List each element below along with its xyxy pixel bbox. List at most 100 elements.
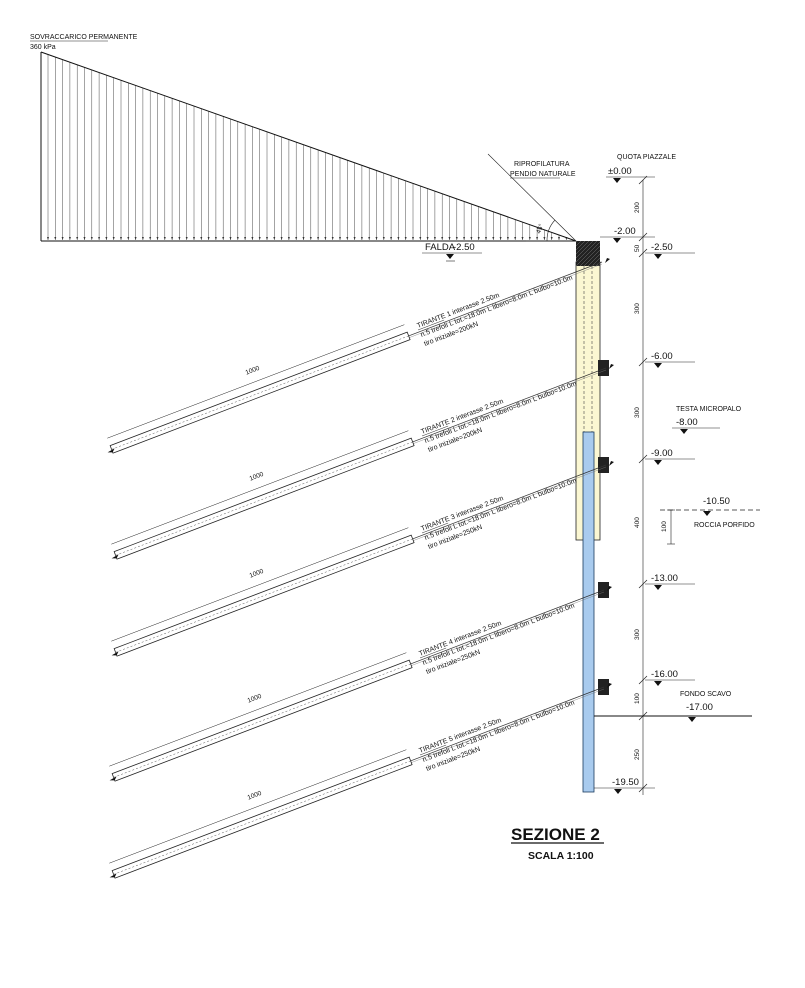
cap-hatch-line xyxy=(576,241,582,247)
dimension-tick xyxy=(638,579,648,589)
surcharge-arrow-tip xyxy=(90,237,93,240)
surcharge-arrow-tip xyxy=(61,237,64,240)
level-900-marker xyxy=(654,460,662,465)
anchor-tail xyxy=(109,776,117,781)
surcharge-arrow-tip xyxy=(528,237,531,240)
dim-100: 100 xyxy=(634,693,641,704)
testa-micropalo-marker xyxy=(680,429,688,434)
surcharge-arrow-tip xyxy=(558,237,560,240)
fondo-scavo-value: -17.00 xyxy=(686,702,713,713)
dimension-tick xyxy=(638,175,648,185)
section-title: SEZIONE 2 xyxy=(511,825,600,844)
fondo-scavo-label: FONDO SCAVO xyxy=(680,691,732,698)
dimension-tick xyxy=(638,783,648,793)
surcharge-arrow-tip xyxy=(397,237,400,240)
dimension-chain: 200 50 300 300 400 300 100 250 xyxy=(634,175,648,795)
dimension-tick xyxy=(638,675,648,685)
testa-micropalo-value: -8.00 xyxy=(676,417,698,428)
anchor-tail xyxy=(111,651,119,656)
level-250-marker xyxy=(654,254,662,259)
anchor-bulb-dimension xyxy=(109,749,407,864)
anchor-bulb xyxy=(113,534,415,657)
anchor-plate xyxy=(598,457,609,473)
cap-hatch-line xyxy=(576,241,598,263)
surcharge-arrow-tip xyxy=(76,237,79,240)
anchor-head xyxy=(605,258,610,263)
surcharge-arrow-tip xyxy=(193,237,195,240)
level-250: -2.50 xyxy=(651,242,673,253)
surcharge-hypotenuse xyxy=(40,51,577,242)
surcharge-hatch xyxy=(47,54,568,240)
surcharge-arrow-tip xyxy=(309,237,312,240)
anchor-bulb xyxy=(113,437,415,560)
anchor-label-line-2: n.5 trefoli L tot.=18.0m L libero=8.0m L… xyxy=(420,274,574,338)
surcharge-arrow-tip xyxy=(463,237,466,240)
anchor-bulb-length: 1000 xyxy=(245,365,261,377)
fondo-scavo-marker xyxy=(688,717,696,722)
surcharge-arrow-tip xyxy=(419,237,422,240)
slope-reprofiling: RIPROFILATURA PENDIO NATURALE 45° xyxy=(487,153,577,242)
dimension-tick xyxy=(638,454,648,464)
dim-250: 250 xyxy=(634,749,641,760)
testa-micropalo-label: TESTA MICROPALO xyxy=(676,406,742,413)
surcharge-arrow-tip xyxy=(98,237,101,240)
surcharge-arrow-tip xyxy=(368,237,371,240)
anchor-tail xyxy=(107,448,115,453)
surcharge-arrow-tip xyxy=(112,237,115,240)
surcharge-arrow-tip xyxy=(485,237,487,240)
surcharge-arrow-tip xyxy=(295,237,298,240)
anchor-label-line-2: n.5 trefoli L tot.=18.0m L libero=8.0m L… xyxy=(422,602,576,666)
anchor-bulb-dimension xyxy=(111,527,409,642)
level-1600: -16.00 xyxy=(651,669,678,680)
surcharge-arrow-tip xyxy=(54,237,57,240)
water-table-label: FALDA xyxy=(425,242,456,253)
level-1950: -19.50 xyxy=(612,777,639,788)
surcharge-arrow-tip xyxy=(543,237,546,240)
surcharge-value: 360 kPa xyxy=(30,44,56,51)
dimension-ticks xyxy=(638,175,648,793)
level-200: -2.00 xyxy=(614,226,636,237)
lower-pile xyxy=(582,431,595,793)
anchor-bulb-axis xyxy=(113,760,411,875)
level-1600-marker xyxy=(654,681,662,686)
anchor-head xyxy=(607,586,612,591)
anchor-name-underline xyxy=(419,744,447,756)
cap-hatch-line xyxy=(604,241,629,266)
dim-300-b: 300 xyxy=(634,407,641,418)
cap-hatch-line xyxy=(576,241,594,259)
anchor-tail xyxy=(111,554,119,559)
surcharge-arrow-tip xyxy=(258,237,261,240)
anchor-bulb-dimension xyxy=(107,324,405,439)
surcharge-arrow-tip xyxy=(120,237,122,240)
surcharge-arrow-tip xyxy=(83,237,86,240)
dim-50: 50 xyxy=(634,244,641,252)
cap-hatch-line xyxy=(583,249,600,266)
surcharge-arrow-tip xyxy=(163,237,166,240)
cap-hatch-line xyxy=(576,241,600,266)
level-600: -6.00 xyxy=(651,351,673,362)
anchor-name-underline xyxy=(417,319,445,331)
anchor-bulb xyxy=(111,659,413,782)
level-markers: QUOTA PIAZZALE ±0.00 -2.00 -2.50 -6.00 T… xyxy=(594,154,760,794)
anchor-plate xyxy=(598,360,609,376)
surcharge-arrow-tip xyxy=(302,237,305,240)
rock-level-value: -10.50 xyxy=(703,496,730,507)
quota-piazzale-value: ±0.00 xyxy=(608,166,632,177)
level-1300-marker xyxy=(654,585,662,590)
surcharge-arrow-tip xyxy=(375,237,378,240)
surcharge-arrow-tip xyxy=(426,237,429,240)
section-title-block: SEZIONE 2 SCALA 1:100 xyxy=(511,825,604,862)
surcharge-arrow-tip xyxy=(477,237,480,240)
slope-label-2: PENDIO NATURALE xyxy=(510,171,576,178)
dimension-tick xyxy=(638,248,648,258)
surcharge-arrow-tip xyxy=(105,237,108,240)
surcharge-arrow-tip xyxy=(171,237,174,240)
surcharge-arrow-tip xyxy=(514,237,517,240)
surcharge-arrow-tip xyxy=(412,237,414,240)
dim-300-a: 300 xyxy=(634,303,641,314)
anchor-tail xyxy=(109,873,117,878)
surcharge-arrow-tip xyxy=(287,237,290,240)
surcharge-arrow-tip xyxy=(448,237,451,240)
